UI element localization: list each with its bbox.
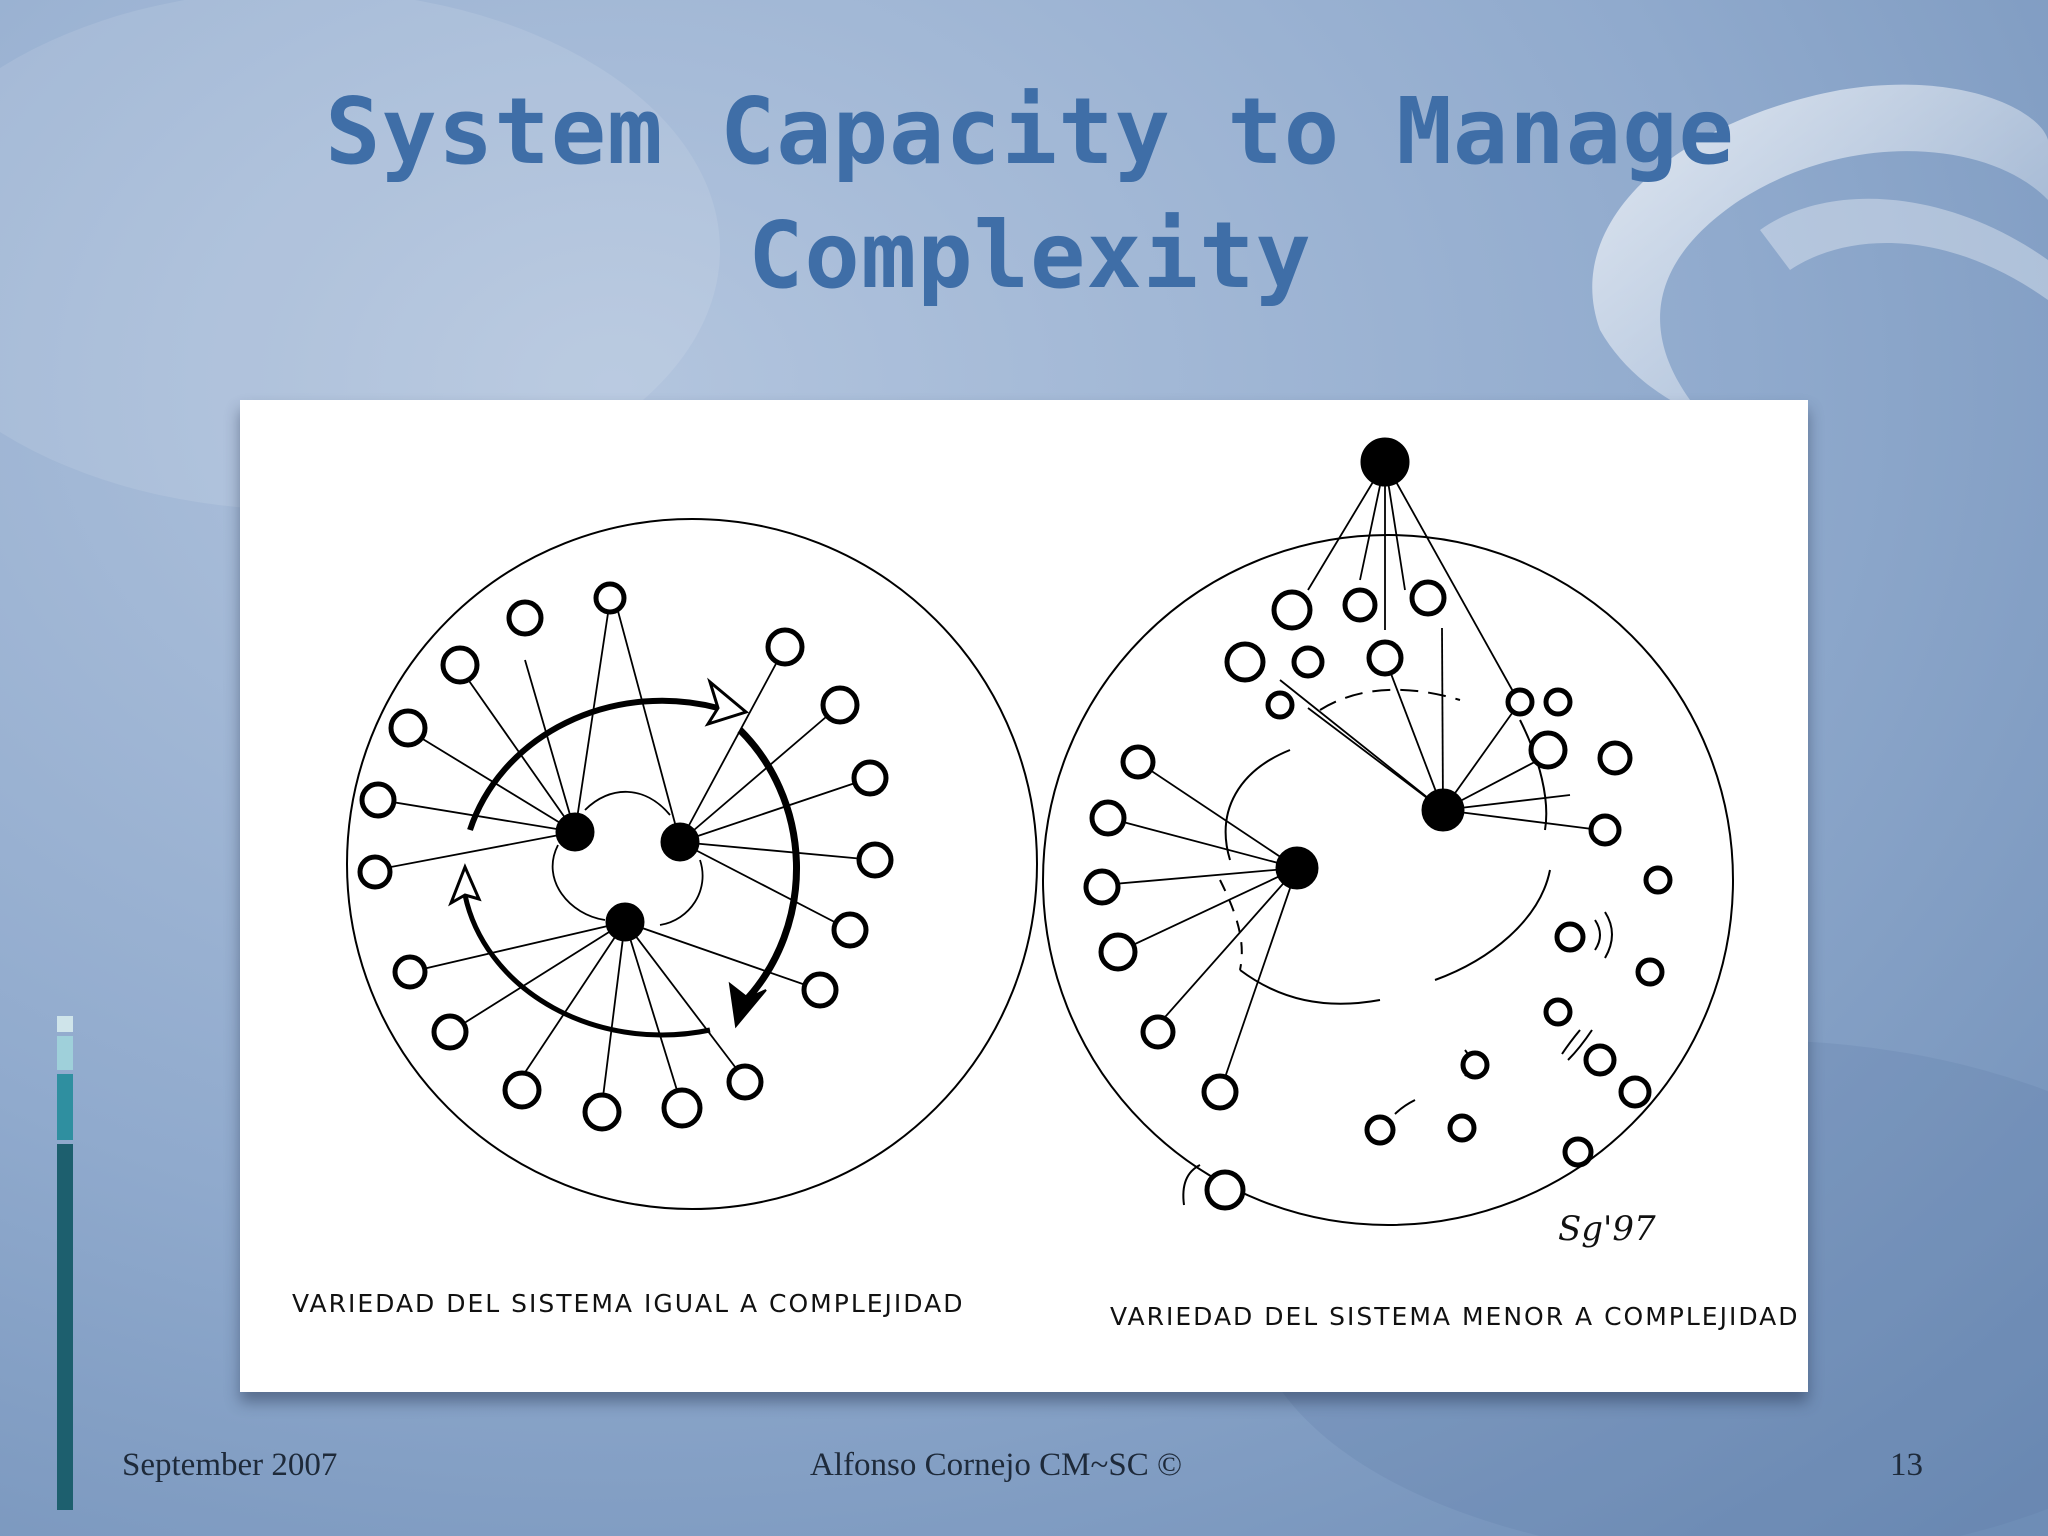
right-diagram [1042, 437, 1734, 1226]
left-spokes [374, 599, 876, 1106]
complexity-diagram-image: VARIEDAD DEL SISTEMA IGUAL A COMPLEJIDAD… [240, 400, 1808, 1392]
title-line-2: Complexity [748, 202, 1312, 309]
right-caption: VARIEDAD DEL SISTEMA MENOR A COMPLEJIDAD [1110, 1302, 1800, 1331]
right-outer-circle [1042, 534, 1734, 1226]
left-satellites [357, 581, 894, 1132]
swirl-decoration [1592, 84, 2048, 444]
accent-bar [57, 1016, 73, 1510]
artist-signature: Sg'97 [1558, 1209, 1656, 1249]
left-caption: VARIEDAD DEL SISTEMA IGUAL A COMPLEJIDAD [292, 1289, 964, 1318]
footer-date: September 2007 [122, 1447, 338, 1483]
left-diagram [346, 518, 1038, 1210]
slide-title: System Capacity to Manage Complexity [180, 70, 1880, 318]
title-line-1: System Capacity to Manage [325, 78, 1735, 185]
footer-author: Alfonso Cornejo CM~SC © [810, 1447, 1183, 1483]
right-satellites [1083, 579, 1673, 1211]
left-outer-circle [346, 518, 1038, 1210]
footer-page-number: 13 [1890, 1447, 1923, 1483]
